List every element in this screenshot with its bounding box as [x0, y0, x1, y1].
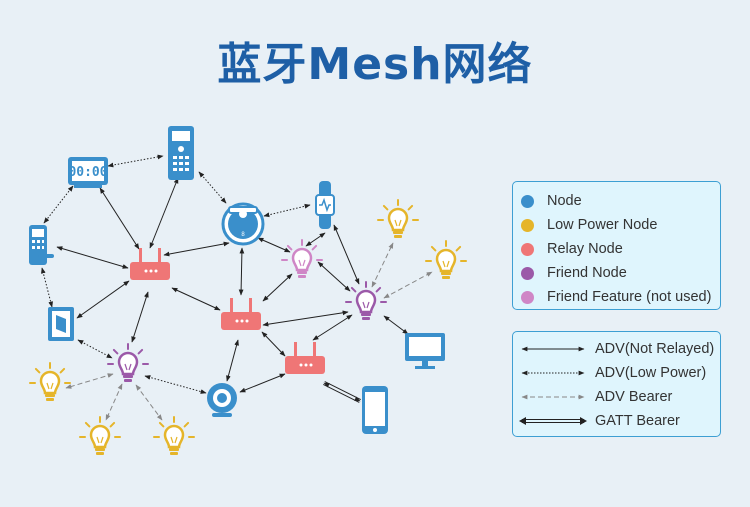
friend-unused-color-swatch: [521, 290, 534, 304]
door-phone-node-icon: [168, 126, 194, 180]
page-title: 蓝牙Mesh网络: [217, 39, 533, 90]
low-power-bulb-icon: [79, 416, 121, 455]
adv-low-power-link: [43, 185, 74, 224]
smartwatch-node-icon: [315, 181, 335, 229]
relay-router-icon: [285, 342, 325, 374]
adv-not-relayed-link: [317, 261, 351, 292]
legend-label: ADV(Not Relayed): [595, 341, 715, 357]
adv-not-relayed-link: [257, 237, 291, 253]
adv-not-relayed-link: [333, 224, 360, 285]
relay-router-icon: [130, 248, 170, 280]
legend-item-adv-not-relayed: ADV(Not Relayed): [513, 339, 714, 359]
adv-low-power-link: [144, 375, 207, 394]
svg-text:00:00: 00:00: [68, 165, 107, 180]
legend-item-adv-bearer: ADV Bearer: [513, 387, 672, 407]
relay-router-icon: [221, 298, 261, 330]
legend-label: ADV(Low Power): [595, 365, 707, 381]
low-power-bulb-icon: [377, 199, 419, 238]
adv-not-relayed-link: [131, 291, 149, 343]
adv-not-relayed-link: [261, 331, 286, 357]
adv-not-relayed-link: [99, 187, 140, 250]
adv-not-relayed-link: [383, 315, 409, 335]
legend-label: Friend Node: [547, 265, 627, 281]
adv-not-relayed-link: [149, 177, 179, 249]
legend-label: ADV Bearer: [595, 389, 673, 405]
camera-node-icon: [207, 383, 237, 417]
legend-item-low-power-node: Low Power Node: [513, 215, 657, 235]
adv-low-power-link: [41, 267, 53, 308]
friend-bulb-icon: [345, 281, 387, 320]
legend-label: GATT Bearer: [595, 413, 680, 429]
adv-low-power-link: [198, 171, 227, 204]
double-arrow-icon: [519, 417, 587, 425]
relay-color-swatch: [521, 242, 534, 256]
adv-bearer-link: [383, 271, 433, 299]
svg-text:8: 8: [241, 232, 245, 238]
adv-not-relayed-link: [238, 247, 245, 296]
node-color-swatch: [521, 194, 534, 208]
adv-not-relayed-link: [163, 241, 230, 257]
gatt-bearer-link-arrows: [323, 382, 361, 402]
low-power-bulb-icon: [425, 240, 467, 279]
legend-item-relay-node: Relay Node: [513, 239, 623, 259]
low-power-color-swatch: [521, 218, 534, 232]
adv-low-power-link: [263, 203, 311, 218]
adv-bearer-link: [105, 383, 123, 421]
clock-node-icon: 00:00: [68, 157, 108, 188]
legend-label: Low Power Node: [547, 217, 658, 233]
legend-item-adv-low-power: ADV(Low Power): [513, 363, 706, 383]
robot-vacuum-node-icon: 8: [221, 202, 265, 246]
adv-low-power-link: [107, 154, 164, 168]
phone-node-icon: [362, 386, 388, 434]
dashed-arrow-icon: [521, 394, 585, 400]
legend-item-node: Node: [513, 191, 582, 211]
adv-not-relayed-link: [171, 287, 221, 311]
adv-bearer-link: [371, 242, 394, 288]
friend-bulb-icon: [107, 343, 149, 382]
dotted-arrow-icon: [521, 370, 585, 376]
legend-label: Node: [547, 193, 582, 209]
gatt-bearer-link: [324, 381, 361, 401]
adv-low-power-link: [77, 339, 113, 359]
link-type-legend: ADV(Not Relayed) ADV(Low Power) ADV Bear…: [512, 331, 721, 437]
adv-not-relayed-link: [56, 246, 129, 269]
legend-label: Relay Node: [547, 241, 623, 257]
adv-bearer-link: [65, 373, 114, 389]
adv-not-relayed-link: [76, 280, 130, 319]
node-type-legend: Node Low Power Node Relay Node Friend No…: [512, 181, 721, 310]
friend-feature-bulb-icon: [281, 239, 323, 278]
legend-item-friend-feature: Friend Feature (not used): [513, 287, 711, 307]
solid-arrow-icon: [521, 346, 585, 352]
monitor-node-icon: [405, 333, 445, 369]
switch-node-icon: [48, 307, 74, 341]
link-layer: [41, 154, 433, 421]
adv-not-relayed-link: [305, 232, 326, 247]
door-lock-node-icon: [29, 225, 54, 265]
low-power-bulb-icon: [29, 362, 71, 401]
legend-item-friend-node: Friend Node: [513, 263, 627, 283]
legend-item-gatt-bearer: GATT Bearer: [513, 411, 680, 431]
adv-not-relayed-link: [239, 373, 286, 393]
legend-label: Friend Feature (not used): [547, 289, 712, 305]
adv-not-relayed-link: [226, 339, 239, 382]
gatt-bearer-link: [323, 383, 360, 403]
adv-not-relayed-link: [312, 314, 353, 341]
adv-not-relayed-link: [262, 310, 349, 327]
friend-color-swatch: [521, 266, 534, 280]
low-power-bulb-icon: [153, 416, 195, 455]
adv-not-relayed-link: [262, 273, 293, 302]
adv-bearer-link: [135, 384, 163, 421]
